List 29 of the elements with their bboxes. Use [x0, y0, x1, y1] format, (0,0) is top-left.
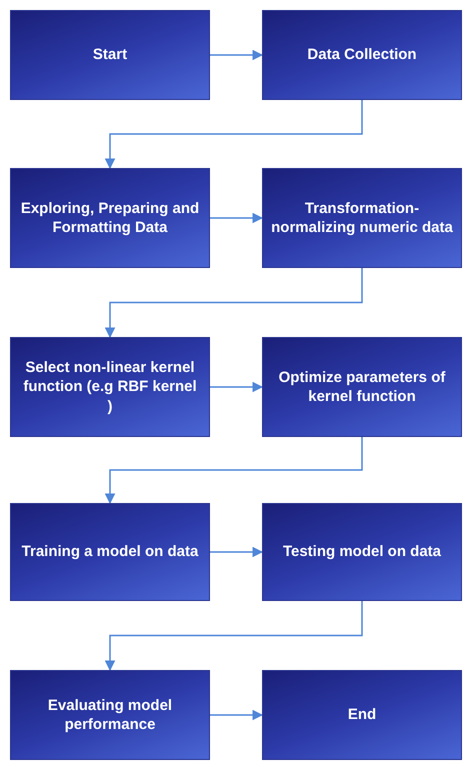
step-label: Transformation-normalizing numeric data	[271, 198, 453, 238]
process-box	[262, 10, 462, 100]
process-box	[262, 337, 462, 437]
arrow	[104, 268, 363, 338]
arrow	[104, 100, 363, 170]
process-box	[10, 503, 210, 601]
step-label: Optimize parameters of kernel function	[278, 368, 446, 406]
arrow	[210, 546, 264, 558]
arrow	[210, 710, 264, 720]
step-label: Start	[92, 45, 128, 65]
process-box	[10, 168, 210, 268]
arrow	[104, 601, 363, 672]
step-label: Evaluating model performance	[46, 696, 174, 734]
arrow	[210, 50, 264, 60]
process-box	[262, 168, 462, 268]
process-box	[262, 503, 462, 601]
step-label: End	[348, 705, 376, 725]
process-box	[10, 337, 210, 437]
process-box	[10, 10, 210, 100]
step-label: Select non-linear kernel function (e.g RBF kernel )	[22, 358, 198, 416]
step-label: Data Collection	[307, 45, 417, 65]
process-box	[10, 670, 210, 760]
step-label: Training a model on data	[22, 542, 198, 562]
step-label: Testing model on data	[282, 542, 442, 562]
arrow	[210, 212, 264, 224]
arrow	[104, 437, 363, 504]
step-label: Exploring, Preparing and Formatting Data	[20, 198, 200, 238]
arrow	[210, 382, 264, 392]
process-box	[262, 670, 462, 760]
